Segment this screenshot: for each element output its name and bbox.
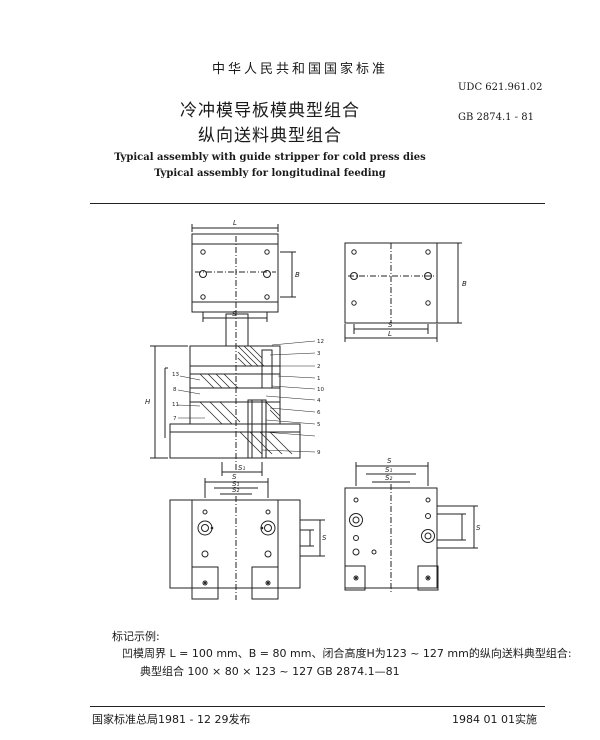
example-line2: 典型组合 100 × 80 × 123 ~ 127 GB 2874.1—81	[140, 665, 400, 678]
document-title-line1: 冷冲模导板模典型组合	[180, 101, 360, 121]
dim-L: L	[233, 219, 237, 227]
example-line1: 凹模周界 L = 100 mm、B = 80 mm、闭合高度H为123 ~ 12…	[122, 647, 572, 660]
dim-H: H	[145, 398, 151, 406]
udc-code: UDC 621.961.02	[458, 82, 543, 93]
dim-S-bottom-left: S	[232, 473, 237, 481]
dim-S-bottom-right-side: S	[476, 524, 481, 532]
footer-rule	[90, 706, 545, 707]
callout-12: 12	[317, 339, 324, 345]
issue-date: 国家标准总局1981 - 12 29发布	[92, 713, 251, 726]
callout-6: 6	[317, 410, 321, 416]
dim-B-right: B	[462, 280, 467, 288]
callout-11: 11	[172, 402, 179, 408]
callout-4: 4	[317, 398, 321, 404]
callout-13: 13	[172, 372, 179, 378]
bottom-plan-left	[169, 478, 325, 600]
bottom-plan-right	[344, 462, 478, 592]
section-view	[169, 310, 301, 470]
screw-markers	[203, 526, 430, 585]
callout-9: 9	[317, 450, 321, 456]
document-title-line2: 纵向送料典型组合	[198, 126, 342, 146]
dim-L-right: L	[388, 330, 392, 338]
top-plan-right	[344, 242, 462, 342]
section-hatching	[199, 345, 293, 455]
callout-8: 8	[173, 387, 177, 393]
dim-S-bottom-right: S	[387, 457, 392, 465]
example-label: 标记示例:	[112, 630, 160, 643]
dim-S-top-right: S	[388, 321, 393, 329]
dim-S2-bottom-right: S₂	[385, 474, 392, 482]
issuing-organization: 中华人民共和国国家标准	[211, 62, 388, 77]
english-title-line1: Typical assembly with guide stripper for…	[114, 152, 426, 163]
dim-S1-bottom-right: S₁	[385, 466, 392, 474]
callout-10: 10	[317, 387, 324, 393]
dim-S-top-left: S	[232, 310, 237, 318]
callout-3: 3	[317, 351, 321, 357]
header-rule	[90, 203, 545, 204]
dim-S1-bottom-left: S₁	[232, 480, 239, 488]
dim-S1-section: S₁	[238, 464, 245, 472]
callout-5: 5	[317, 422, 321, 428]
dim-S2-bottom-left: S₂	[232, 486, 239, 494]
dim-B-left: B	[295, 271, 300, 279]
top-plan-left	[191, 224, 296, 322]
dim-S-bottom-left-side: S	[322, 534, 327, 542]
callout-1: 1	[317, 376, 321, 382]
callout-7: 7	[173, 416, 177, 422]
english-title-line2: Typical assembly for longitudinal feedin…	[154, 168, 386, 179]
callout-2: 2	[317, 364, 321, 370]
standard-code: GB 2874.1 - 81	[458, 112, 534, 123]
effective-date: 1984 01 01实施	[452, 713, 537, 726]
